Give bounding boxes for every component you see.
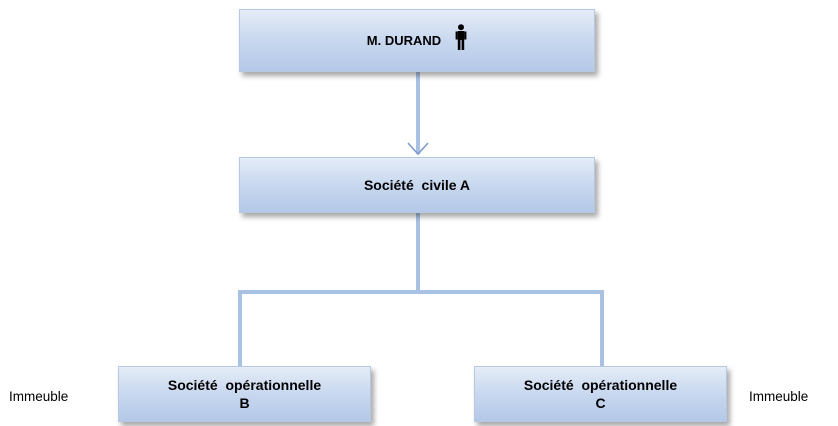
node-owner-label: M. DURAND xyxy=(366,33,442,48)
person-icon xyxy=(455,23,467,50)
node-civil-label: Société civile A xyxy=(363,177,471,193)
node-op-b-line2: B xyxy=(239,395,250,411)
node-owner: M. DURAND xyxy=(239,9,595,72)
side-label-left: Immeuble xyxy=(9,389,69,404)
node-op-c-line2: C xyxy=(595,395,606,411)
node-op-b-line1: Société opérationnelle xyxy=(167,377,322,393)
node-op-b: Société opérationnelle B xyxy=(118,366,371,422)
node-op-c-line1: Société opérationnelle xyxy=(523,377,678,393)
arrow-head-icon xyxy=(407,142,429,156)
node-civil: Société civile A xyxy=(239,157,595,213)
side-label-right: Immeuble xyxy=(749,389,809,404)
node-op-c: Société opérationnelle C xyxy=(474,366,727,422)
